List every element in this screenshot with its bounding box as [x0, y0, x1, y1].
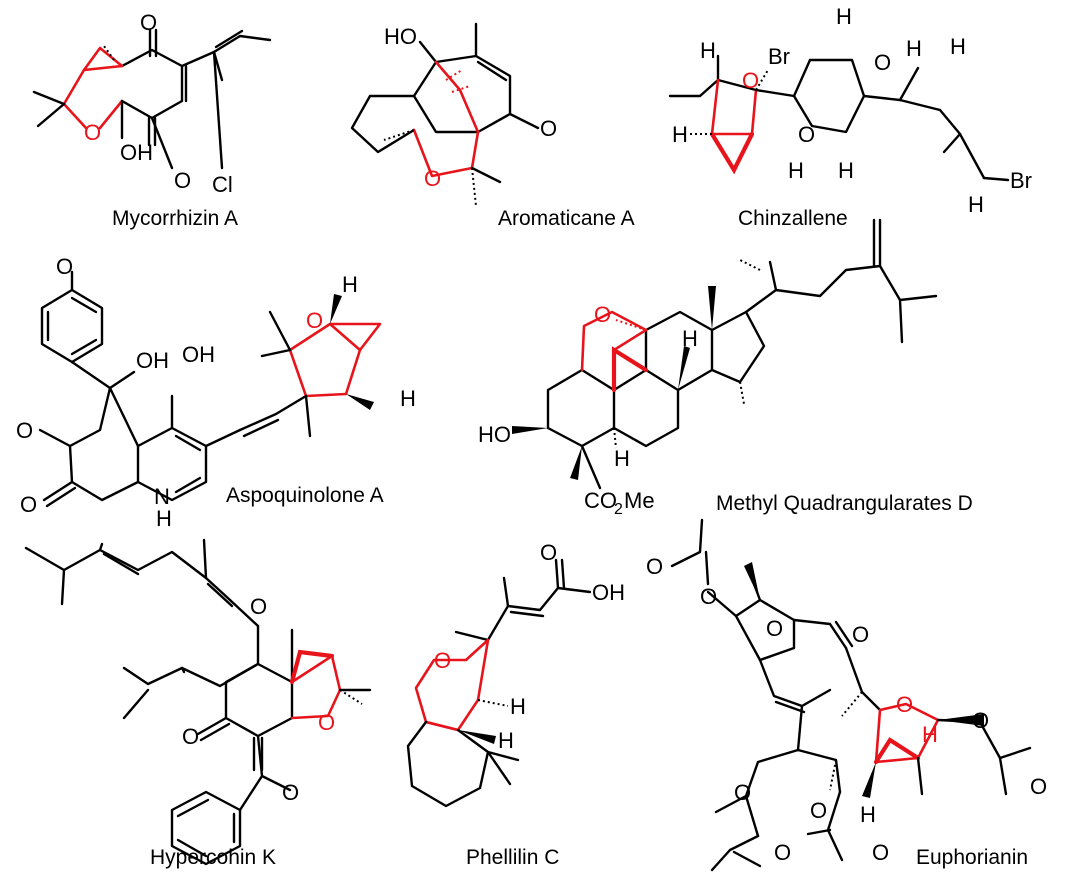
atom-h: H [860, 802, 876, 827]
molecule-phellilin-c: O OH O H H Phellilin C [406, 540, 625, 869]
atom-h: H [400, 386, 416, 411]
atom-o: O [140, 10, 157, 35]
atom-o: O [774, 840, 791, 865]
molecule-euphorianin: O O O O O O O O O O O H H Euphorianin [646, 518, 1047, 872]
caption-hypercohin-k: Hypercohin K [150, 846, 276, 869]
atom-oh: OH [120, 140, 153, 165]
atom-o: O [174, 168, 191, 193]
atom-o: O [852, 622, 869, 647]
atom-o: O [700, 584, 717, 609]
atom-h: H [700, 38, 716, 63]
molecule-aromaticane-a: HO O O Aromaticane A [350, 22, 635, 230]
atom-h: H [498, 728, 514, 753]
atom-co: CO [584, 488, 617, 513]
atom-h: H [788, 158, 804, 183]
atom-o: O [972, 708, 989, 733]
caption-euphorianin: Euphorianin [916, 846, 1028, 869]
caption-aromaticane-a: Aromaticane A [498, 207, 635, 230]
atom-h: H [968, 192, 984, 217]
atom-o: O [282, 780, 299, 805]
atom-o: O [182, 724, 199, 749]
molecule-hypercohin-k: O O O O Hypercohin K [24, 538, 372, 869]
atom-o: O [1030, 774, 1047, 799]
atom-o: O [766, 616, 783, 641]
atom-h: H [510, 694, 526, 719]
atom-o: O [540, 540, 557, 565]
atom-o-ring: O [318, 710, 335, 735]
atom-oh: OH [182, 342, 215, 367]
atom-o: O [56, 254, 73, 279]
atom-h: H [614, 446, 630, 471]
atom-cl: Cl [212, 172, 233, 197]
atom-o: O [810, 798, 827, 823]
atom-br: Br [1010, 168, 1032, 193]
atom-o: O [798, 122, 815, 147]
atom-o-ring: O [424, 166, 441, 191]
molecule-chinzallene: H H H H H H H H Br Br O O O Chinzallene [668, 4, 1032, 230]
atom-o-ring: O [84, 120, 101, 145]
atom-br: Br [768, 44, 790, 69]
caption-phellilin-c: Phellilin C [466, 846, 559, 869]
molecule-mycorrhizin-a: O O O OH Cl Mycorrhizin A [32, 10, 272, 230]
atom-h: H [906, 36, 922, 61]
atom-o-ring: O [306, 308, 323, 333]
molecule-aspoquinolone-a: O OH OH O O O N H H H Aspoquinolone A [16, 254, 416, 531]
atom-oh: OH [136, 348, 169, 373]
atom-subscript: 2 [614, 501, 623, 518]
atom-o: O [734, 780, 751, 805]
atom-o-ring: O [434, 648, 451, 673]
caption-chinzallene: Chinzallene [738, 207, 848, 230]
atom-o-ring: O [896, 692, 913, 717]
atom-o: O [16, 418, 33, 443]
atom-ho: HO [384, 24, 417, 49]
atom-h: H [682, 326, 698, 351]
atom-h: H [672, 122, 688, 147]
atom-o: O [872, 840, 889, 865]
atom-o: O [874, 50, 891, 75]
atom-me: Me [624, 488, 655, 513]
atom-ho: HO [478, 422, 511, 447]
atom-h: H [950, 34, 966, 59]
atom-o: O [540, 116, 557, 141]
caption-methyl-quadrangularates-d: Methyl Quadrangularates D [716, 492, 973, 515]
atom-h: H [922, 722, 938, 747]
atom-o-ring: O [594, 302, 611, 327]
atom-o-ring: O [742, 68, 759, 93]
atom-h: H [156, 506, 172, 531]
atom-o: O [20, 492, 37, 517]
atom-n: N [154, 484, 170, 509]
atom-h: H [838, 158, 854, 183]
atom-oh: OH [592, 580, 625, 605]
atom-o: O [646, 554, 663, 579]
atom-h: H [342, 272, 358, 297]
molecule-methyl-quadrangularates-d: O HO H H CO 2 Me Methyl Quadrangularates… [478, 218, 973, 518]
caption-mycorrhizin-a: Mycorrhizin A [112, 207, 238, 230]
caption-aspoquinolone-a: Aspoquinolone A [226, 484, 384, 507]
atom-h: H [836, 4, 852, 29]
atom-o: O [250, 594, 267, 619]
